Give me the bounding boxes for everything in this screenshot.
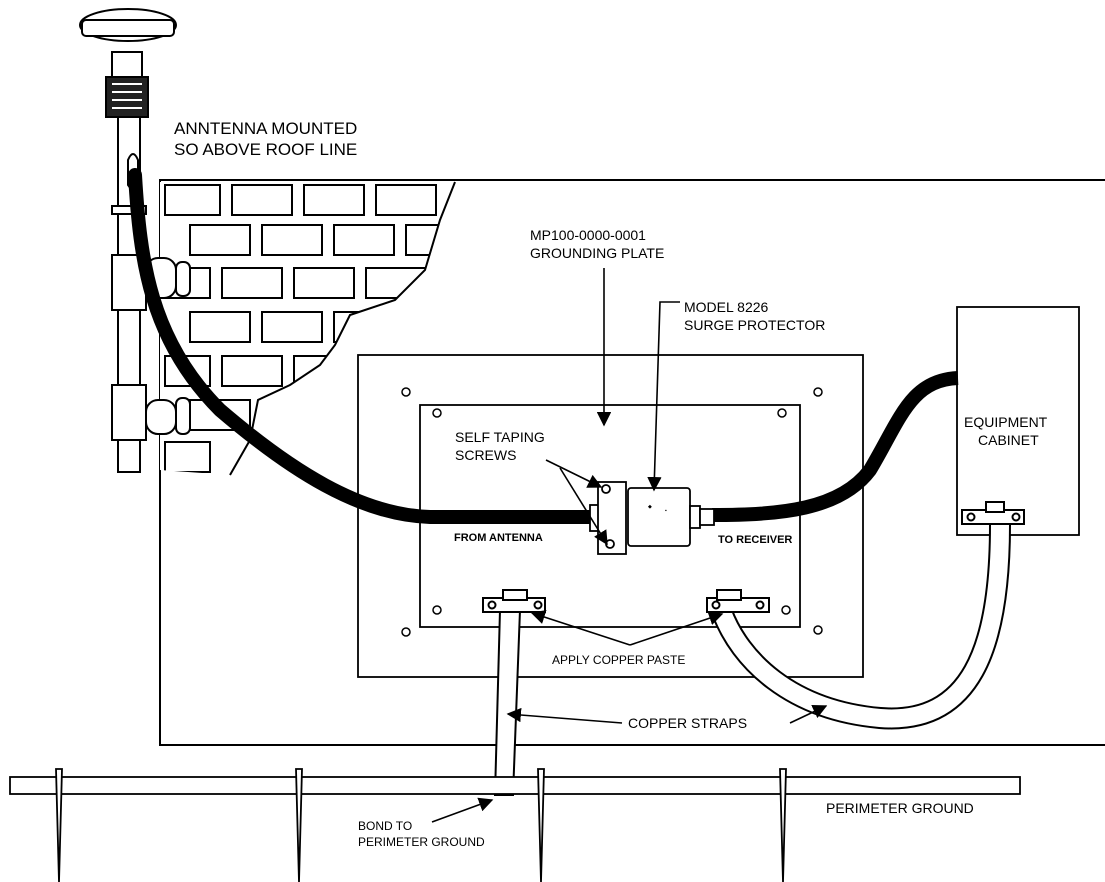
- leader-lines: [431, 268, 828, 823]
- coax-cable-from-antenna: [128, 168, 597, 524]
- svg-text:◆: ◆: [648, 504, 652, 510]
- surge-label-line1: MODEL 8226: [684, 299, 769, 315]
- plate-label-line1: MP100-0000-0001: [530, 227, 646, 243]
- copper-strap-to-cabinet: [706, 501, 1025, 730]
- antenna-label-line1: ANNTENNA MOUNTED: [174, 119, 357, 138]
- coax-cable-to-receiver: [711, 371, 959, 522]
- to-receiver-label: TO RECEIVER: [718, 534, 792, 546]
- bond-label-line2: PERIMETER GROUND: [358, 835, 485, 849]
- cabinet-label-line2: CABINET: [978, 432, 1039, 448]
- equipment-cabinet: [956, 306, 1080, 536]
- surge-label-line2: SURGE PROTECTOR: [684, 317, 825, 333]
- perimeter-ground-bar: [9, 768, 1021, 882]
- cabinet-label-line1: EQUIPMENT: [964, 414, 1048, 430]
- plate-screws: [401, 387, 823, 637]
- svg-text:▪: ▪: [665, 508, 667, 514]
- screws-label-line1: SELF TAPING: [455, 429, 545, 445]
- copper-paste-label: APPLY COPPER PASTE: [552, 653, 685, 667]
- plate-label-line2: GROUNDING PLATE: [530, 245, 664, 261]
- perimeter-ground-label: PERIMETER GROUND: [826, 800, 974, 816]
- from-antenna-label: FROM ANTENNA: [454, 532, 543, 544]
- copper-straps-label: COPPER STRAPS: [628, 715, 747, 731]
- surge-protector: ◆ ▪: [589, 481, 715, 555]
- bond-label-line1: BOND TO: [358, 819, 412, 833]
- antenna-label-line2: SO ABOVE ROOF LINE: [174, 140, 357, 159]
- screws-label-line2: SCREWS: [455, 447, 516, 463]
